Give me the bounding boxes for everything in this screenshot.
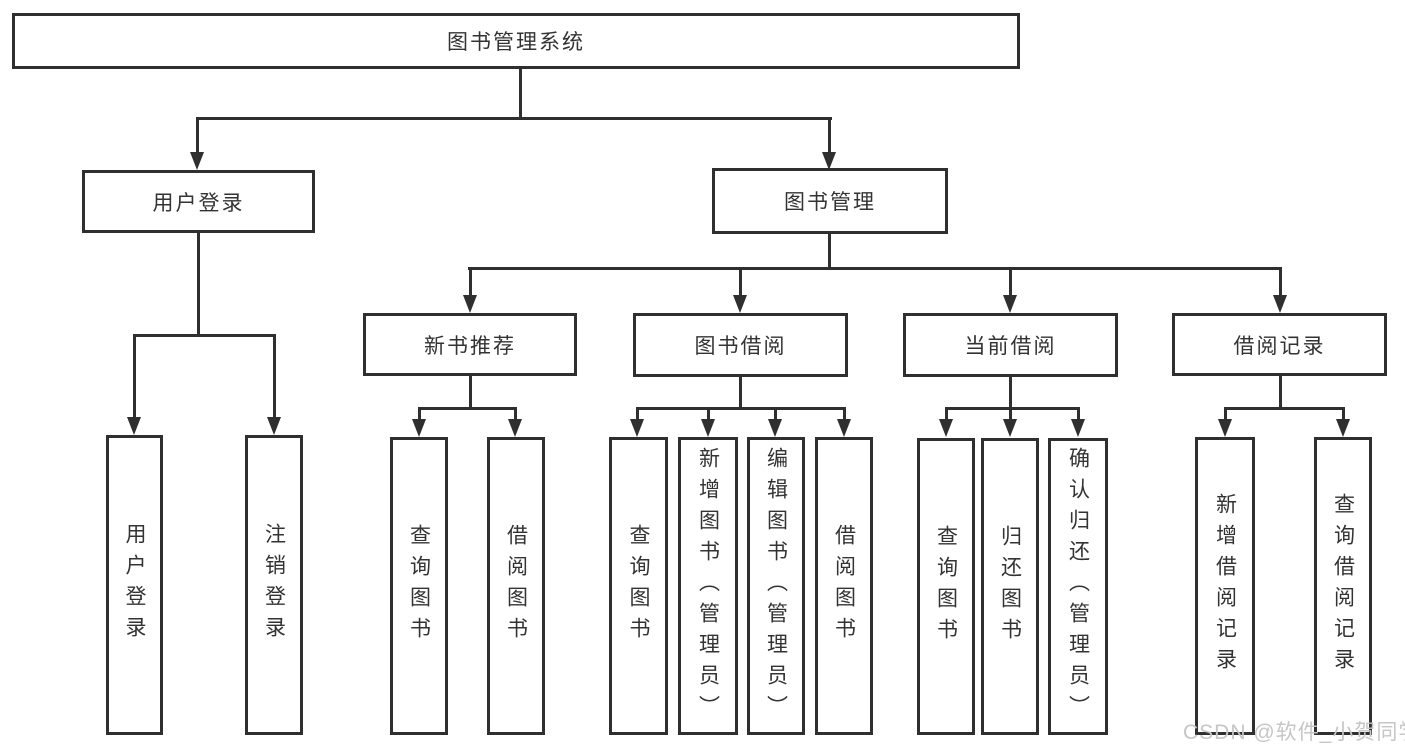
arrow-down-icon [412, 419, 426, 437]
arrow-down-icon [267, 417, 281, 435]
connector-line [469, 376, 472, 408]
connector-line [1009, 377, 1012, 408]
node-book-management: 图书管理 [712, 168, 948, 234]
connector-line [273, 334, 276, 419]
node-borrow-record: 借阅记录 [1172, 313, 1387, 376]
connector-line [196, 117, 832, 120]
arrow-down-icon [630, 419, 644, 437]
leaf-user-login: 用户登录 [106, 435, 163, 735]
connector-line [945, 407, 948, 421]
arrow-down-icon [508, 419, 522, 437]
connector-line [1342, 407, 1345, 421]
arrow-down-icon [1336, 419, 1350, 437]
node-book-borrow: 图书借阅 [633, 313, 848, 377]
connector-line [468, 267, 1282, 270]
arrow-down-icon [1003, 419, 1017, 437]
connector-line [828, 117, 831, 154]
arrow-down-icon [463, 295, 477, 313]
connector-line [1279, 267, 1282, 297]
node-current-borrow: 当前借阅 [903, 313, 1118, 377]
leaf-add-book-admin: 新增图书（管理员） [678, 437, 738, 735]
leaf-confirm-return-admin: 确认归还（管理员） [1048, 438, 1108, 735]
arrow-down-icon [701, 419, 715, 437]
connector-line [828, 234, 831, 268]
connector-line [945, 407, 1080, 410]
connector-line [1279, 376, 1282, 408]
connector-line [469, 267, 472, 297]
node-root: 图书管理系统 [12, 13, 1020, 69]
arrow-down-icon [1273, 295, 1287, 313]
node-new-book-recommend: 新书推荐 [363, 313, 577, 376]
arrow-down-icon [190, 152, 204, 170]
leaf-query-borrow-record: 查询借阅记录 [1314, 437, 1372, 735]
leaf-edit-book-admin: 编辑图书（管理员） [747, 437, 805, 735]
connector-line [418, 407, 517, 410]
arrow-down-icon [733, 295, 747, 313]
connector-line [739, 377, 742, 408]
connector-line [1009, 407, 1012, 421]
node-user-login: 用户登录 [82, 170, 315, 233]
arrow-down-icon [939, 419, 953, 437]
connector-line [774, 407, 777, 421]
connector-line [1224, 407, 1227, 421]
arrow-down-icon [1003, 295, 1017, 313]
connector-line [133, 334, 275, 337]
leaf-borrow-book-recommend: 借阅图书 [487, 437, 545, 735]
arrow-down-icon [768, 419, 782, 437]
leaf-return-book: 归还图书 [981, 438, 1039, 735]
arrow-down-icon [1218, 419, 1232, 437]
connector-line [418, 407, 421, 421]
leaf-logout: 注销登录 [245, 435, 303, 735]
connector-line [739, 267, 742, 297]
connector-line [133, 334, 136, 419]
connector-line [636, 407, 639, 421]
connector-line [196, 117, 199, 154]
connector-line [519, 68, 522, 118]
arrow-down-icon [822, 152, 836, 170]
connector-line [197, 233, 200, 335]
connector-line [843, 407, 846, 421]
connector-line [636, 407, 845, 410]
connector-line [1077, 407, 1080, 421]
leaf-add-borrow-record: 新增借阅记录 [1195, 437, 1255, 735]
leaf-query-book-borrow: 查询图书 [609, 437, 668, 735]
connector-line [1009, 267, 1012, 297]
arrow-down-icon [1071, 419, 1085, 437]
arrow-down-icon [127, 417, 141, 435]
csdn-watermark: CSDN @软件_小贺同学 [1183, 721, 1405, 744]
connector-line [1224, 407, 1345, 410]
connector-line [514, 407, 517, 421]
leaf-query-book-current: 查询图书 [917, 438, 975, 735]
arrow-down-icon [837, 419, 851, 437]
leaf-borrow-book: 借阅图书 [815, 437, 873, 735]
connector-line [707, 407, 710, 421]
leaf-query-book-recommend: 查询图书 [390, 437, 448, 735]
